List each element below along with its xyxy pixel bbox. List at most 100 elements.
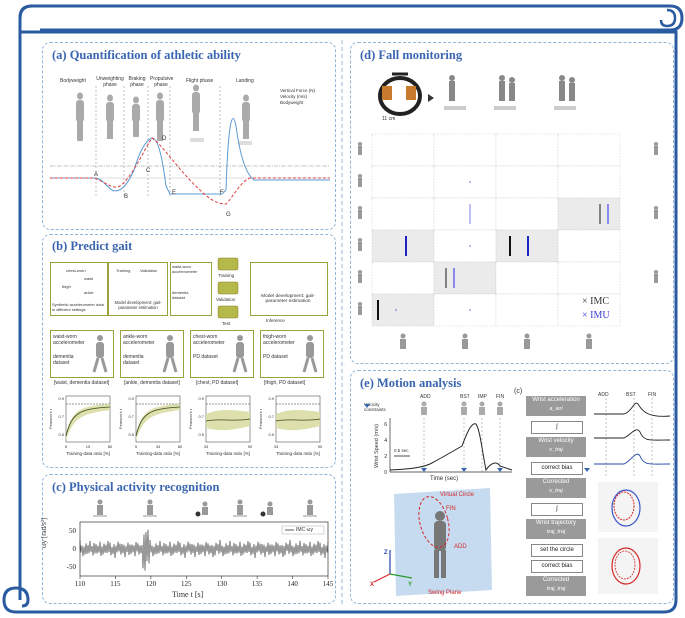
imc-label: IMC xyxy=(590,296,610,307)
gait-xtick-2-0: 33 xyxy=(204,444,209,449)
matrix-cell-2-3 xyxy=(557,197,621,231)
col-figure-head-3 xyxy=(586,333,592,339)
sensor-dataset-1: dementia dataset xyxy=(123,354,144,366)
gait-xtick-0-0: 5 xyxy=(65,444,68,449)
c-xtick-2: 120 xyxy=(146,580,157,588)
matrix-cell-0-0 xyxy=(371,133,435,167)
axis-y: Y xyxy=(408,582,413,588)
row-figure-head-3 xyxy=(358,238,362,242)
phase-label-5: Landing xyxy=(236,78,254,84)
test-label: Test xyxy=(222,321,231,326)
walking-figure-1 xyxy=(162,335,178,373)
e-ytick-2: 2 xyxy=(384,454,387,460)
legend-imu: × IMU xyxy=(582,310,610,321)
gait-ytick-1-0: 0.9 xyxy=(128,396,134,401)
b-caption-0: [waist, dementia dataset] xyxy=(54,380,110,386)
gait-ytick-2-0: 0.9 xyxy=(198,396,204,401)
gait-ylabel-1: Pearson's r xyxy=(118,408,123,429)
row-figure-body-2 xyxy=(358,210,362,219)
gait-xlabel-0: Training-data ratio [%] xyxy=(66,451,110,456)
gait-ytick-3-1: 0.7 xyxy=(268,414,274,419)
c-xtick-3: 125 xyxy=(181,580,192,588)
validation-label-2: Validation xyxy=(216,297,236,302)
training-label-2: Training xyxy=(218,273,235,278)
phase-label-3: Propulsive phase xyxy=(150,76,174,88)
gait-axes-0 xyxy=(65,395,111,443)
axis-x: X xyxy=(370,582,375,588)
matrix-cell-0-1 xyxy=(433,133,497,167)
point-A: A xyxy=(94,172,99,178)
row-figure-head-5 xyxy=(358,302,362,306)
right-figure-body-0 xyxy=(654,146,658,155)
model-dev-label-1: Model development: gait-parameter estima… xyxy=(114,300,162,310)
matrix-cell-3-1 xyxy=(433,229,497,263)
sensor-acc-3: thigh-worn accelerometer xyxy=(263,334,295,346)
synthetic-label: Synthetic accelerometer data in differen… xyxy=(52,302,104,312)
gait-ytick-2-1: 0.7 xyxy=(198,414,204,419)
flow-step-text-1: ∫ xyxy=(556,424,558,430)
model-box-1 xyxy=(108,262,168,316)
matrix-x-3: × xyxy=(469,180,472,186)
sensor-acc-2: chest-worn accelerometer xyxy=(193,334,225,346)
sensor-dataset-3: PD dataset xyxy=(263,354,288,360)
panel-b-title: (b) Predict gait xyxy=(52,239,133,253)
harness-scale: 11 cm xyxy=(382,116,396,122)
b-caption-1: [ankle, dementia dataset] xyxy=(124,380,180,386)
point-G: G xyxy=(226,212,231,218)
gait-ytick-1-1: 0.7 xyxy=(128,414,134,419)
b-caption-3: [thigh, PD dataset] xyxy=(264,380,306,386)
flow-step-8: correct bias xyxy=(531,560,583,573)
matrix-cell-3-3 xyxy=(557,229,621,263)
point-D: D xyxy=(162,136,167,142)
phase-label-1: Unweighting phase xyxy=(96,76,124,88)
e-xlabel: Time (sec) xyxy=(430,476,459,482)
matrix-cell-0-3 xyxy=(557,133,621,167)
gait-ytick-3-2: 0.5 xyxy=(268,432,274,437)
e-phase-fin: FIN xyxy=(496,394,505,400)
swing-plane-illustration xyxy=(373,488,492,596)
fin-label: FIN xyxy=(446,506,456,512)
velocity-traces xyxy=(584,398,671,594)
e-c-label: (c) xyxy=(514,388,523,395)
row-figure-body-1 xyxy=(358,178,362,187)
e-ylabel: Wrist Speed (m/s) xyxy=(374,424,380,468)
c-ytick-2: -50 xyxy=(67,563,77,571)
gait-xlabel-1: Training-data ratio [%] xyxy=(136,451,180,456)
gait-xtick-1-0: 5 xyxy=(135,444,138,449)
gait-ytick-2-2: 0.5 xyxy=(198,432,204,437)
imc-marker: × xyxy=(582,296,588,307)
flow-step-sub-4: v_traj xyxy=(549,488,563,494)
matrix-cell-1-2 xyxy=(495,165,559,199)
row-figure-head-2 xyxy=(358,206,362,210)
matrix-cell-4-1 xyxy=(433,261,497,295)
row-figure-head-0 xyxy=(358,142,362,146)
matrix-x-2: × xyxy=(469,308,472,314)
waist-label: waist xyxy=(84,276,94,281)
gait-xtick-1-2: 80 xyxy=(178,444,183,449)
matrix-cell-5-2 xyxy=(495,293,559,327)
sensor-dataset-0: dementia dataset xyxy=(53,354,74,366)
row-figure-head-4 xyxy=(358,270,362,274)
gait-ylabel-0: Pearson's r xyxy=(48,408,53,429)
gait-line-0 xyxy=(65,406,111,437)
gait-ytick-0-1: 0.7 xyxy=(58,414,64,419)
matrix-cell-2-0 xyxy=(371,197,435,231)
panel-d-title: (d) Fall monitoring xyxy=(360,48,463,62)
row-figure-body-4 xyxy=(358,274,362,283)
gait-band-1 xyxy=(136,404,180,440)
flow-step-1: ∫ xyxy=(531,421,583,434)
e-ytick-3: 0 xyxy=(384,470,387,476)
waist-acc-box xyxy=(170,262,212,316)
dementia-top-label: dementia dataset xyxy=(172,290,189,300)
chest-label: chest-worn xyxy=(66,268,86,273)
flow-step-7: set the circle xyxy=(531,544,583,557)
panel-e-title: (e) Motion analysis xyxy=(360,376,462,390)
phase-label-0: Bodyweight xyxy=(60,78,86,84)
matrix-cell-2-1 xyxy=(433,197,497,231)
right-figure-head-2 xyxy=(654,270,658,274)
matrix-cell-4-3 xyxy=(557,261,621,295)
